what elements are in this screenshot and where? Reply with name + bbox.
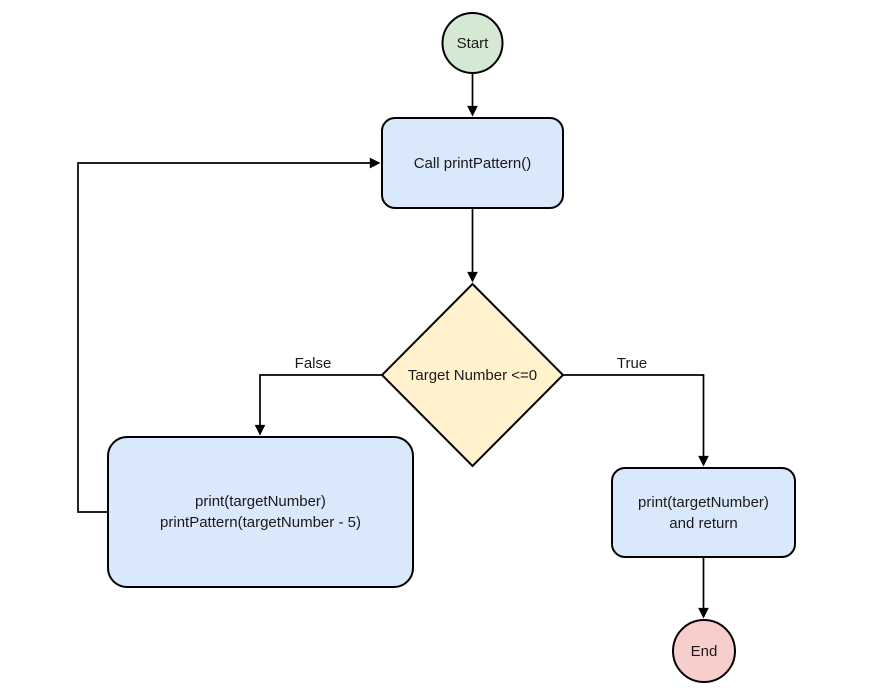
edge-true-branch xyxy=(563,374,709,467)
call-print-pattern-node xyxy=(381,117,564,209)
base-case-node xyxy=(611,467,796,558)
recursive-case-node xyxy=(107,436,414,588)
start-node xyxy=(441,12,504,74)
end-node xyxy=(672,619,736,683)
edge-loop-back-to-call xyxy=(77,157,381,513)
decision-node xyxy=(380,282,565,468)
edge-false-branch xyxy=(254,374,382,436)
